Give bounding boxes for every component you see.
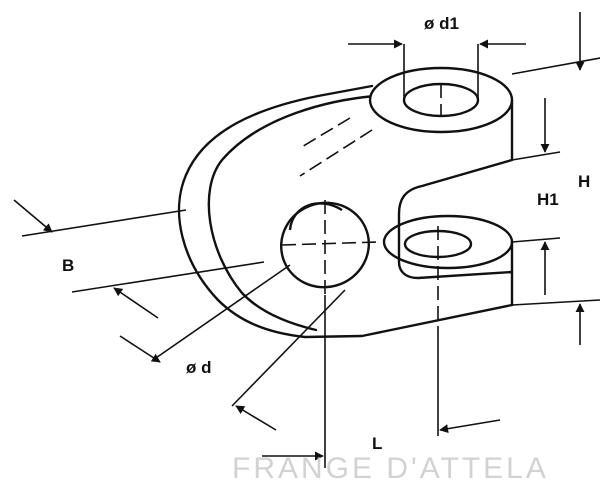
top-eye [368, 66, 514, 160]
dimension-arrows [13, 12, 585, 461]
dimension-lines [21, 44, 600, 468]
arrow-B-upper [13, 199, 53, 233]
arrow-B-lower-tail [119, 335, 161, 363]
top-eye-outer [368, 66, 514, 134]
lower-eye-outer [382, 214, 514, 270]
label-L: L [372, 434, 383, 453]
clevis-inner-curve [207, 94, 377, 332]
hidden-lines [281, 84, 442, 330]
label-H: H [578, 172, 591, 191]
label-d1: ø d1 [424, 14, 459, 33]
watermark-text: FRANGE D'ATTELA [232, 452, 549, 485]
side-hole [279, 201, 371, 289]
arrow-L-right [439, 419, 501, 434]
arrow-B-lower [113, 287, 159, 319]
lower-eye [382, 214, 514, 270]
label-B: B [62, 256, 75, 275]
side-hole-inner-edge [288, 202, 343, 231]
label-H1: H1 [537, 190, 559, 209]
clevis-body [177, 84, 514, 339]
clevis-slot [397, 158, 514, 280]
arrow-L-left [235, 405, 277, 431]
label-d: ø d [186, 358, 212, 377]
clevis-outline [177, 84, 514, 339]
